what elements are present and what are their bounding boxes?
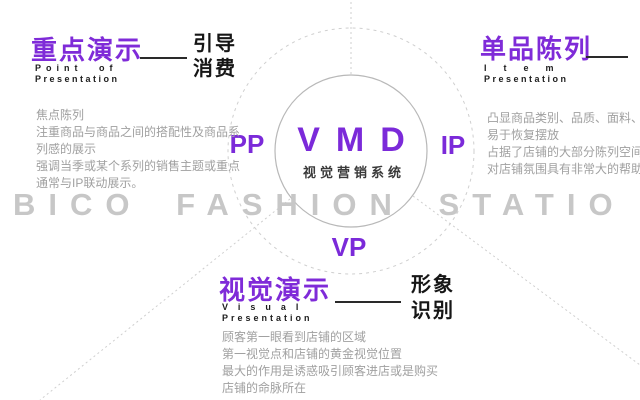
outer-dashed-circle [227,27,475,275]
ip-subtitle-en-line2: Presentation [484,74,569,84]
pop-subtitle-en-line2: Presentation [35,74,120,84]
pop-tagline-line2: 消费 [193,58,237,80]
zone-label-pp: PP [229,129,265,159]
vp-body-line: 店铺的命脉所在 [222,381,307,395]
pop-connector-line [140,57,187,59]
pop-section-title: 重点演示 [31,35,144,65]
pop-body-line: 焦点陈列 [36,108,85,122]
pop-body-line: 注重商品与商品之间的搭配性及商品系 [36,125,241,139]
pop-body-line: 强调当季或某个系列的销售主题或重点 [36,159,241,173]
ip-body-line: 对店铺氛围具有非常大的帮助和影 [487,162,640,176]
ip-body-line: 占据了店铺的大部分陈列空间 [487,145,640,159]
watermark: BICO FASHION STATIO [13,187,626,222]
vp-tagline: 形象 识别 [411,272,455,324]
ip-subtitle-en-line1: Item [484,63,571,73]
vp-body-line: 顾客第一眼看到店铺的区域 [222,330,367,344]
ip-body-line: 凸显商品类别、品质、面料、码数 [487,111,640,125]
vp-section-title: 视觉演示 [219,275,332,305]
zone-label-vp: VP [331,232,367,262]
vmd-subtitle: 视觉营销系统 [302,165,406,180]
pop-tagline-line1: 引导 [193,33,237,55]
vp-body-line: 最大的作用是诱惑吸引顾客进店或是购买 [222,364,439,378]
vp-body: 顾客第一眼看到店铺的区域 第一视觉点和店铺的黄金视觉位置 最大的作用是诱惑吸引顾… [222,329,438,397]
ip-body-line: 易于恢复摆放 [487,128,560,142]
ip-section-title: 单品陈列 [480,34,593,64]
pop-body-line: 列感的展示 [36,142,97,156]
inner-circle [274,74,428,228]
ip-body: 凸显商品类别、品质、面料、码数 易于恢复摆放 占据了店铺的大部分陈列空间 对店铺… [487,110,640,178]
vp-tagline-line2: 识别 [411,300,455,322]
vp-connector-line [335,301,401,303]
vp-subtitle-en-line1: Visual [222,302,309,312]
divider-line-bottom-left [39,198,291,400]
pop-body: 焦点陈列 注重商品与商品之间的搭配性及商品系 列感的展示 强调当季或某个系列的销… [36,107,240,192]
vp-tagline-line1: 形象 [411,274,455,296]
ip-connector-line [586,56,628,58]
vmd-title: VMD [297,121,421,159]
pop-tagline: 引导 消费 [193,32,237,82]
zone-label-ip: IP [440,130,466,160]
pop-subtitle-en-line1: Point of [35,63,118,73]
vp-body-line: 第一视觉点和店铺的黄金视觉位置 [222,347,403,361]
vp-subtitle-en-line2: Presentation [222,313,313,323]
divider-line-bottom-right [412,195,640,366]
pop-body-line: 通常与IP联动展示。 [36,176,144,190]
